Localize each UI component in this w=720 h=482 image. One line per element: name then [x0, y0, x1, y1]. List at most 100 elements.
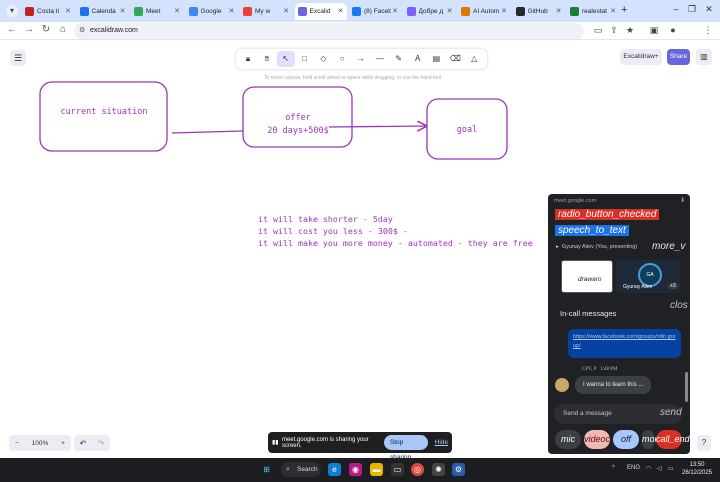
close-window-icon[interactable]: ✕: [705, 4, 713, 14]
browser-tab[interactable]: Meet✕: [131, 3, 183, 20]
back-to-tab-icon[interactable]: ⬇: [680, 198, 686, 204]
lock-icon[interactable]: 🔒︎: [245, 54, 251, 63]
arrow-to-offer[interactable]: [171, 130, 244, 134]
zoom-out-icon[interactable]: −: [15, 439, 19, 447]
cast-icon[interactable]: ▭: [593, 25, 603, 35]
tab-close-icon[interactable]: ✕: [392, 8, 398, 15]
browser-tab[interactable]: Costa ti✕: [22, 3, 74, 20]
line-tool-icon[interactable]: —: [375, 54, 384, 63]
wifi-icon[interactable]: ◠: [646, 466, 652, 472]
browser-tab[interactable]: Calenda✕: [77, 3, 129, 20]
language-indicator[interactable]: ENG: [627, 465, 641, 471]
chrome-icon[interactable]: ◎: [411, 463, 424, 476]
undo-icon[interactable]: ↶: [79, 438, 87, 448]
browser-tab[interactable]: AI Autom✕: [458, 3, 510, 20]
battery-icon[interactable]: ▭: [668, 466, 674, 472]
excalidraw-plus-button[interactable]: Excalidraw+: [620, 49, 662, 65]
stop-sharing-button[interactable]: Stop sharing: [383, 435, 428, 461]
hide-link[interactable]: Hide: [434, 439, 448, 446]
library-sidebar-icon[interactable]: ▥: [696, 49, 712, 65]
site-info-icon[interactable]: ⚙: [79, 27, 86, 34]
zoom-in-icon[interactable]: +: [61, 439, 65, 447]
tab-close-icon[interactable]: ✕: [555, 8, 562, 15]
box-current-situation[interactable]: [39, 81, 168, 152]
share-page-icon[interactable]: ⇪: [610, 25, 618, 35]
captions-off-button[interactable]: off: [613, 430, 639, 449]
browser-menu-icon[interactable]: ⋮: [703, 25, 713, 35]
send-message-input[interactable]: Send a message: [554, 404, 682, 424]
minimize-icon[interactable]: –: [673, 4, 679, 14]
tab-close-icon[interactable]: ✕: [119, 8, 126, 15]
rectangle-tool-icon[interactable]: □: [302, 54, 307, 63]
browser-tab[interactable]: Добре д✕: [404, 3, 456, 20]
message-time: 1:48 PM: [600, 367, 618, 372]
system-clock[interactable]: 13:50 26/12/2025: [680, 461, 714, 477]
tray-overflow-icon[interactable]: ^: [612, 465, 615, 471]
presentation-tile[interactable]: drawaro: [561, 260, 613, 293]
bookmark-star-icon[interactable]: ★: [625, 25, 635, 35]
send-icon[interactable]: send: [660, 407, 682, 418]
more-controls-button[interactable]: more: [642, 430, 663, 449]
text-tool-icon[interactable]: A: [414, 54, 421, 63]
redo-icon[interactable]: ↷: [97, 438, 105, 448]
chatgpt-icon[interactable]: ✺: [432, 463, 445, 476]
tab-close-icon[interactable]: ✕: [501, 8, 507, 15]
extensions-icon[interactable]: ▣: [649, 25, 659, 35]
app-icon[interactable]: ◉: [349, 463, 362, 476]
image-tool-icon[interactable]: ▤: [432, 54, 441, 63]
camera-button[interactable]: videocam: [584, 430, 623, 449]
share-button[interactable]: Share: [667, 49, 690, 65]
tab-close-icon[interactable]: ✕: [446, 8, 453, 15]
main-menu-icon[interactable]: ☰: [10, 50, 26, 66]
draw-tool-icon[interactable]: ✎: [395, 54, 403, 63]
help-icon[interactable]: ?: [697, 435, 711, 451]
close-chat-icon[interactable]: clos: [670, 300, 688, 311]
browser-tab[interactable]: Google✕: [186, 3, 238, 20]
eraser-tool-icon[interactable]: ⌫: [449, 54, 461, 63]
mic-button[interactable]: mic: [555, 430, 581, 449]
back-icon[interactable]: ←: [7, 24, 17, 35]
volume-icon[interactable]: ◁: [657, 466, 662, 472]
diamond-tool-icon[interactable]: ◇: [320, 54, 327, 63]
arrow-tool-icon[interactable]: →: [357, 54, 366, 63]
ellipse-tool-icon[interactable]: ○: [339, 54, 345, 63]
arrow-to-goal[interactable]: [328, 126, 426, 127]
browser-tab[interactable]: My w✕: [240, 3, 292, 20]
box-offer[interactable]: [242, 86, 353, 148]
start-menu-icon[interactable]: ⊞: [263, 465, 270, 474]
forward-icon[interactable]: →: [24, 24, 34, 35]
tab-close-icon[interactable]: ✕: [174, 8, 180, 15]
address-bar[interactable]: ⚙ excalidraw.com: [74, 23, 584, 39]
terminal-icon[interactable]: ▭: [391, 463, 404, 476]
tab-close-icon[interactable]: ✕: [65, 8, 71, 15]
hand-tool-icon[interactable]: ✋︎: [264, 54, 270, 63]
zoom-level[interactable]: 100%: [31, 439, 49, 447]
tab-close-icon[interactable]: ✕: [283, 8, 289, 15]
bullet-list[interactable]: it will take shorter - 5day it will cost…: [258, 213, 533, 249]
browser-tab[interactable]: realestat✕: [567, 3, 619, 20]
tab-close-icon[interactable]: ✕: [610, 8, 616, 15]
new-tab-icon[interactable]: +: [621, 4, 628, 16]
browser-tab[interactable]: GitHub✕: [513, 3, 565, 20]
settings-icon[interactable]: ⚙: [452, 463, 465, 476]
browser-tab[interactable]: (8) Faceb✕: [349, 3, 401, 20]
tab-search-icon[interactable]: ▾: [6, 5, 18, 17]
tab-close-icon[interactable]: ✕: [228, 8, 235, 15]
participant-tile[interactable]: GA Gyunay Aliev +3: [616, 260, 680, 293]
file-explorer-icon[interactable]: ▬: [370, 463, 383, 476]
end-call-button[interactable]: call_end: [656, 430, 690, 449]
profile-avatar[interactable]: ●: [670, 25, 676, 35]
home-icon[interactable]: ⌂: [59, 24, 67, 35]
reload-icon[interactable]: ↻: [41, 24, 51, 35]
maximize-icon[interactable]: ❐: [687, 4, 697, 14]
browser-tab[interactable]: Excalid✕: [294, 3, 347, 20]
more-options-icon[interactable]: more_v: [652, 241, 686, 252]
tab-close-icon[interactable]: ✕: [337, 8, 344, 15]
selection-tool-icon[interactable]: ↖: [276, 51, 295, 67]
edge-icon[interactable]: e: [328, 463, 341, 476]
taskbar-search[interactable]: ⌕ Search: [281, 462, 321, 477]
chat-scrollbar[interactable]: [685, 372, 688, 402]
drawing-canvas[interactable]: current situation offer 20 days+500$ goa…: [0, 40, 720, 458]
more-tools-icon[interactable]: △: [471, 54, 478, 63]
chat-link-message[interactable]: https://www.facebook.com/groups/rdln gro…: [568, 329, 681, 358]
